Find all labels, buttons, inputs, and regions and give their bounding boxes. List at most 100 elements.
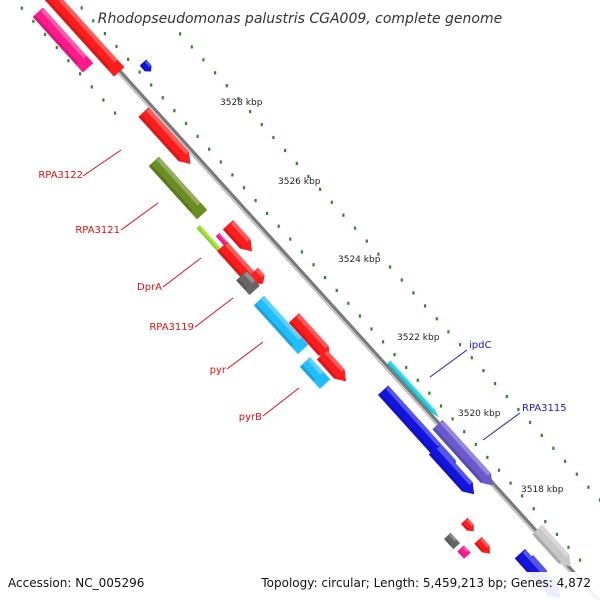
tick-dot (532, 507, 535, 511)
gene-label: RPA3121 (75, 225, 120, 236)
tick-dot (254, 199, 257, 203)
tick-dot (127, 57, 130, 61)
tick-dot (463, 430, 466, 434)
tick-dot (451, 417, 454, 421)
tick-dot (214, 71, 217, 75)
tick-dot-rows (20, 6, 600, 562)
leader-line (120, 202, 159, 231)
tick-dot (564, 459, 567, 463)
tick-dot (295, 161, 298, 165)
tick-dot (370, 327, 373, 331)
tick-dot (102, 98, 105, 102)
tick-dot (428, 391, 431, 395)
gene-label: RPA3122 (38, 170, 83, 181)
tick-dot (80, 6, 83, 10)
tick-dot (400, 278, 403, 282)
gene-label: pyrB (239, 412, 262, 423)
tick-dot (44, 32, 47, 36)
tick-dot (482, 369, 485, 373)
tick-dot (219, 160, 222, 164)
gene-feature (222, 219, 253, 252)
tick-dot (517, 407, 520, 412)
kbp-tick-label: 3526 kbp (278, 177, 321, 187)
leader-line (482, 412, 521, 441)
tick-dot (300, 250, 303, 254)
gene-feature (474, 536, 491, 554)
feature-track (32, 0, 571, 599)
tick-dot (289, 237, 292, 241)
tick-dot (552, 446, 555, 450)
tick-dot (587, 485, 590, 489)
gene-label: DprA (137, 282, 162, 293)
gene-feature (387, 360, 440, 418)
tick-dot (382, 340, 385, 344)
topology-text: Topology: circular; Length: 5,459,213 bp… (260, 576, 591, 590)
tick-dot (103, 32, 106, 36)
tick-dot (90, 85, 93, 89)
tick-dot (405, 365, 408, 370)
tick-dot (92, 19, 95, 23)
gene-label: ipdC (469, 340, 491, 351)
tick-dot (179, 32, 182, 36)
leader-line (262, 387, 300, 417)
leader-line (194, 297, 234, 328)
gene-feature (299, 357, 331, 389)
gene-feature (139, 59, 152, 72)
kbp-tick-label: 3528 kbp (220, 98, 263, 108)
tick-dot (190, 45, 193, 49)
tick-dot (486, 455, 489, 459)
tick-dot (447, 330, 450, 334)
kbp-tick-label: 3518 kbp (521, 485, 564, 495)
leader-line (82, 149, 122, 177)
backbone (51, 0, 600, 600)
tick-dot (509, 481, 512, 485)
tick-dot (567, 545, 570, 549)
gene-feature (138, 107, 191, 164)
gene-labels: RPA3122RPA3121DprARPA3119pyrpyrBipdCRPA3… (38, 170, 566, 423)
tick-dot (196, 134, 199, 138)
tick-dot (544, 520, 547, 524)
tick-dot (435, 317, 438, 321)
tick-dot (335, 288, 338, 292)
gene-feature (236, 270, 260, 296)
title-backdrop (96, 6, 504, 28)
tick-dot (494, 382, 497, 386)
tick-dot (354, 226, 357, 230)
tick-dot (32, 19, 35, 23)
gene-feature (288, 313, 331, 359)
tick-dot (242, 186, 246, 190)
gene-feature (32, 7, 94, 73)
kbp-tick-label: 3524 kbp (338, 255, 381, 265)
gene-feature (428, 445, 475, 495)
tick-dot (358, 314, 361, 318)
tick-dot (529, 420, 532, 424)
gene-label: RPA3115 (522, 403, 567, 414)
tick-dot (284, 148, 287, 153)
leader-line (226, 341, 264, 370)
tick-dot (412, 291, 415, 295)
kbp-tick-label: 3522 kbp (397, 333, 440, 343)
tick-dot (555, 532, 558, 536)
tick-dot (208, 147, 211, 151)
tick-dot (324, 276, 327, 280)
tick-dot (249, 110, 252, 114)
gene-feature (253, 295, 309, 355)
tick-dot (424, 304, 427, 308)
tick-dot (377, 252, 380, 256)
tick-dot (277, 224, 280, 228)
tick-dot (439, 404, 443, 408)
tick-dot (342, 213, 345, 217)
tick-dot (260, 123, 263, 127)
tick-dot (319, 187, 322, 191)
gene-feature (460, 517, 474, 532)
backbone-highlight (51, 0, 597, 600)
tick-dot (470, 356, 473, 360)
tick-dot (237, 97, 240, 101)
tick-dot (272, 135, 275, 140)
gene-feature (457, 545, 471, 559)
tick-dot (114, 111, 117, 115)
tick-dot (416, 378, 419, 382)
tick-dot (474, 442, 477, 447)
